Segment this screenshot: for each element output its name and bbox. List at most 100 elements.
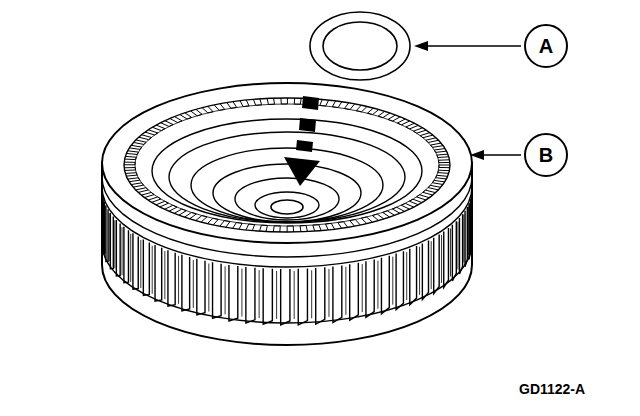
internal-tooth [437, 154, 449, 157]
spline-tooth [410, 246, 417, 305]
spline-line [345, 267, 346, 315]
callout-circle: B [524, 133, 568, 177]
internal-tooth [129, 145, 141, 149]
spline-line [276, 271, 277, 319]
interior-ring [191, 148, 383, 222]
spline-line [328, 269, 329, 317]
internal-tooth [253, 99, 261, 105]
spline-tooth [333, 265, 342, 322]
install-arrow [284, 96, 320, 186]
thrust-washer [310, 12, 410, 80]
internal-tooth [260, 225, 268, 231]
internal-tooth [294, 98, 301, 104]
spline-tooth [263, 268, 272, 324]
interior-ring [169, 132, 405, 222]
spline-tooth [168, 250, 175, 306]
spline-tooth [101, 190, 103, 246]
spline-line [140, 240, 141, 288]
interior-ring [235, 178, 339, 220]
spline-line [241, 269, 242, 317]
internal-tooth [126, 151, 138, 155]
spline-tooth [110, 213, 113, 269]
internal-tooth [128, 178, 140, 182]
internal-tooth [300, 226, 307, 232]
spline-line [109, 213, 110, 261]
spline-tooth [133, 233, 138, 289]
spline-tooth [298, 269, 307, 325]
spline-tooth [396, 251, 403, 309]
internal-tooth [439, 160, 450, 163]
spline-tooth [106, 205, 108, 261]
spline-tooth [281, 269, 290, 325]
spline-line [114, 220, 115, 268]
spline-line [102, 191, 103, 239]
spline-tooth [213, 262, 222, 318]
spline-line [431, 241, 432, 289]
spline-line [392, 257, 393, 305]
spline-line [362, 264, 363, 312]
interior-ring [255, 192, 319, 218]
spline-line [164, 251, 165, 299]
tooth-root [135, 104, 439, 226]
drum-drawing [102, 83, 472, 345]
callout-circle: A [524, 24, 568, 68]
internal-tooth [281, 98, 288, 104]
hub-bore [271, 200, 303, 214]
spline-line [122, 227, 123, 275]
interior-ring [152, 119, 422, 223]
spline-line [457, 222, 458, 270]
internal-tooth [267, 98, 274, 104]
internal-tooth [432, 180, 444, 184]
inner-rim [124, 98, 450, 232]
spline-tooth [381, 256, 389, 314]
spline-tooth [246, 267, 255, 323]
internal-tooth [124, 168, 135, 171]
spline-line [406, 252, 407, 300]
spline-tooth [444, 228, 449, 287]
spline-tooth [316, 267, 325, 324]
spline-line [377, 261, 378, 309]
interior-ring [213, 164, 361, 222]
spline-tooth [452, 221, 456, 281]
spline-tooth [459, 214, 462, 274]
spline-line [463, 214, 464, 262]
figure-code: GD1122-A [518, 381, 586, 397]
spline-tooth [465, 207, 467, 267]
internal-tooth [434, 149, 446, 153]
internal-tooth [125, 156, 137, 159]
leader-arrow [470, 150, 521, 160]
internal-tooth [273, 226, 280, 232]
drum-rim [102, 83, 472, 243]
spline-tooth [434, 235, 439, 294]
spline-line [441, 235, 442, 283]
internal-tooth [436, 175, 448, 179]
spline-line [419, 247, 420, 295]
spline-tooth [422, 241, 428, 300]
spline-line [225, 266, 226, 314]
spline-line [450, 228, 451, 276]
spline-tooth [366, 260, 374, 318]
spline-tooth [103, 198, 104, 254]
internal-tooth [438, 170, 450, 173]
spline-tooth [116, 220, 120, 276]
internal-tooth [287, 226, 294, 232]
spline-tooth [182, 255, 190, 311]
spline-line [130, 234, 131, 282]
drum-band [102, 243, 472, 323]
callout-letter: A [539, 35, 553, 58]
spline-tooth [197, 259, 205, 315]
spline-line [208, 264, 209, 312]
spline-tooth [143, 239, 149, 295]
spline-tooth [124, 227, 129, 283]
internal-tooth [124, 162, 135, 165]
spline-tooth [350, 263, 359, 320]
spline-line [311, 270, 312, 318]
internal-tooth [125, 173, 137, 176]
internal-tooth [439, 165, 450, 168]
spline-line [193, 260, 194, 308]
leader-arrow [414, 41, 521, 51]
spline-tooth [155, 245, 162, 301]
spline-tooth [229, 265, 238, 321]
spline-tooth [469, 199, 470, 259]
